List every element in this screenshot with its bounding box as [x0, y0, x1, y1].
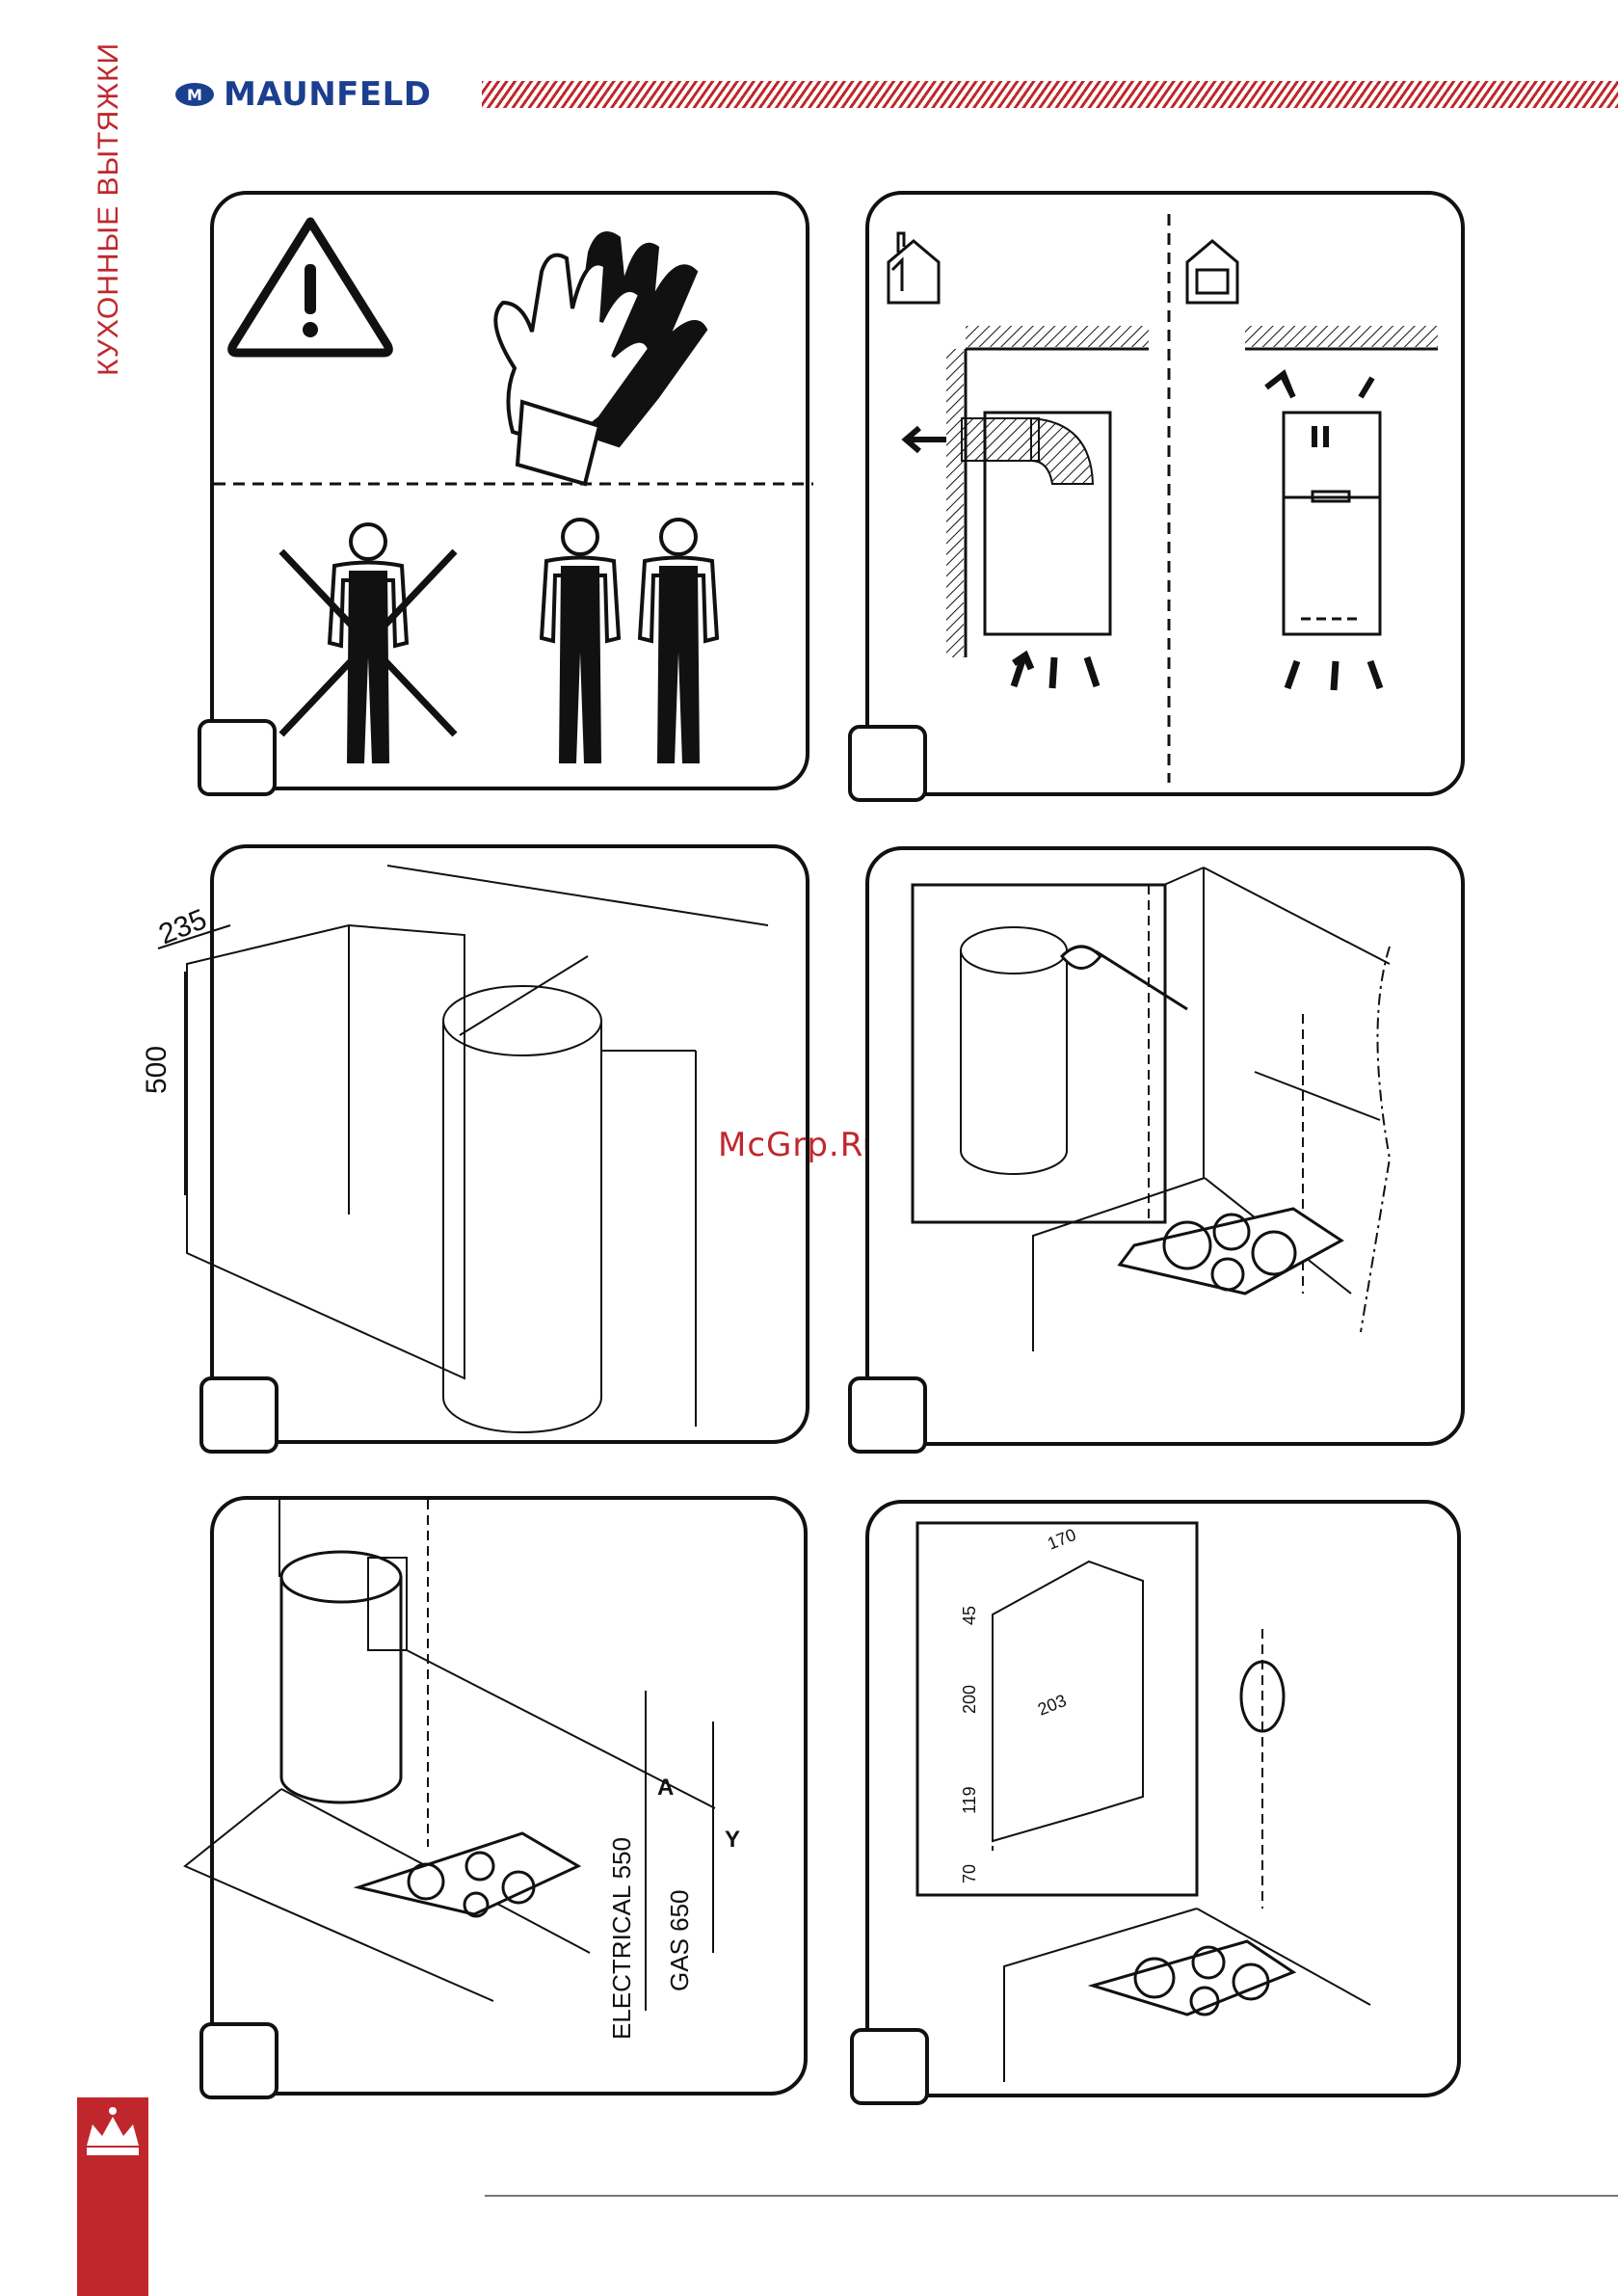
dim-119: 119: [960, 1786, 979, 1814]
mode-illustration: [869, 195, 1469, 800]
crest-badge: [77, 2097, 148, 2296]
brand-mark-icon: M: [173, 80, 216, 109]
label-a: A: [657, 1775, 674, 1801]
step-tag-4: [848, 1376, 927, 1454]
step-tag-2: [848, 725, 927, 802]
brand-monogram: M: [187, 86, 202, 104]
step-tag-3: [199, 1376, 279, 1454]
watermark: McGrp.Ru: [718, 1126, 884, 1164]
house-recirculation-icon: [1187, 241, 1237, 303]
step-tag-1: [198, 719, 277, 796]
dim-203: 203: [1035, 1691, 1069, 1720]
panel-drilling-template: 170 45 200 203 119 70: [865, 1500, 1461, 2097]
section-title: КУХОННЫЕ ВЫТЯЖКИ: [93, 42, 125, 376]
panel-mounting-height: A Y ELECTRICAL 550 GAS 650: [210, 1496, 808, 2096]
step-tag-6: [850, 2028, 929, 2105]
dim-500: 500: [141, 1046, 172, 1094]
label-y: Y: [725, 1827, 740, 1853]
dim-200: 200: [960, 1685, 979, 1714]
step-tag-5: [199, 2022, 279, 2099]
footer-rule: [485, 2195, 1618, 2197]
dim-170: 170: [1045, 1525, 1078, 1554]
panel-safety: [210, 191, 809, 790]
dim-235: 235: [154, 903, 211, 950]
crossed-worker-icon: [281, 524, 455, 763]
workers-icon: [542, 520, 717, 763]
wall-marking-drawing: [869, 850, 1469, 1450]
mounting-height-drawing: A Y ELECTRICAL 550 GAS 650: [214, 1500, 811, 2099]
dim-70: 70: [960, 1864, 979, 1883]
label-electrical: ELECTRICAL 550: [607, 1837, 636, 2040]
gloves-icon: [495, 233, 705, 484]
house-exhaust-icon: [889, 233, 939, 303]
panel-installation-modes: [865, 191, 1465, 796]
drilling-template-drawing: 170 45 200 203 119 70: [869, 1504, 1465, 2101]
safety-illustration: [214, 195, 813, 794]
header-hatch-bar: [482, 81, 1618, 108]
brand-logo: M MAUNFELD: [173, 73, 432, 116]
dim-45: 45: [960, 1606, 979, 1625]
panel-wall-marking: [865, 846, 1465, 1446]
brand-name: MAUNFELD: [224, 75, 432, 114]
warning-icon: [232, 222, 389, 353]
crown-crest-icon: [77, 2097, 148, 2296]
label-gas: GAS 650: [665, 1889, 694, 1991]
